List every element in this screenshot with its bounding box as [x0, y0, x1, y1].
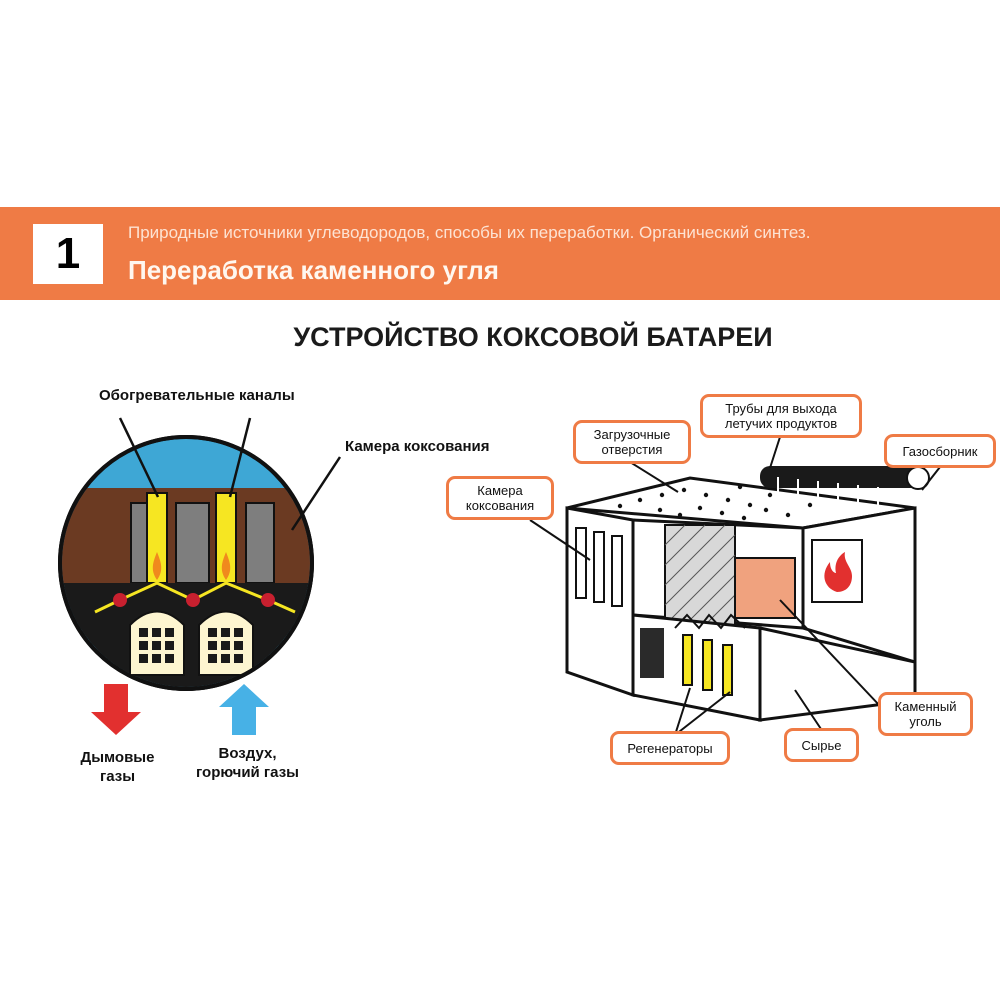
lesson-number: 1 [33, 224, 103, 284]
label-smoke-gases: Дымовые газы [80, 749, 155, 785]
coke-battery-block [565, 476, 917, 722]
callout-regenerators: Регенераторы [610, 731, 730, 765]
callout-raw: Сырье [784, 728, 859, 762]
label-heating-channels: Обогревательные каналы [99, 387, 295, 404]
callout-gas-collector: Газосборник [884, 434, 996, 468]
header-banner: 1 Природные источники углеводородов, спо… [0, 207, 1000, 300]
gas-collector-pipe [760, 466, 930, 506]
banner-title: Переработка каменного угля [128, 255, 499, 285]
diagram-title: УСТРОЙСТВО КОКСОВОЙ БАТАРЕИ [293, 322, 773, 352]
smoke-arrow-icon [91, 684, 141, 735]
cross-section-circle [58, 435, 314, 691]
label-air-gases: Воздух, горючий газы [196, 745, 299, 781]
banner-subtitle: Природные источники углеводородов, спосо… [128, 223, 811, 242]
fire-icon [824, 552, 852, 592]
label-coking-chamber-left: Камера коксования [345, 438, 490, 455]
air-arrow-icon [219, 684, 269, 735]
